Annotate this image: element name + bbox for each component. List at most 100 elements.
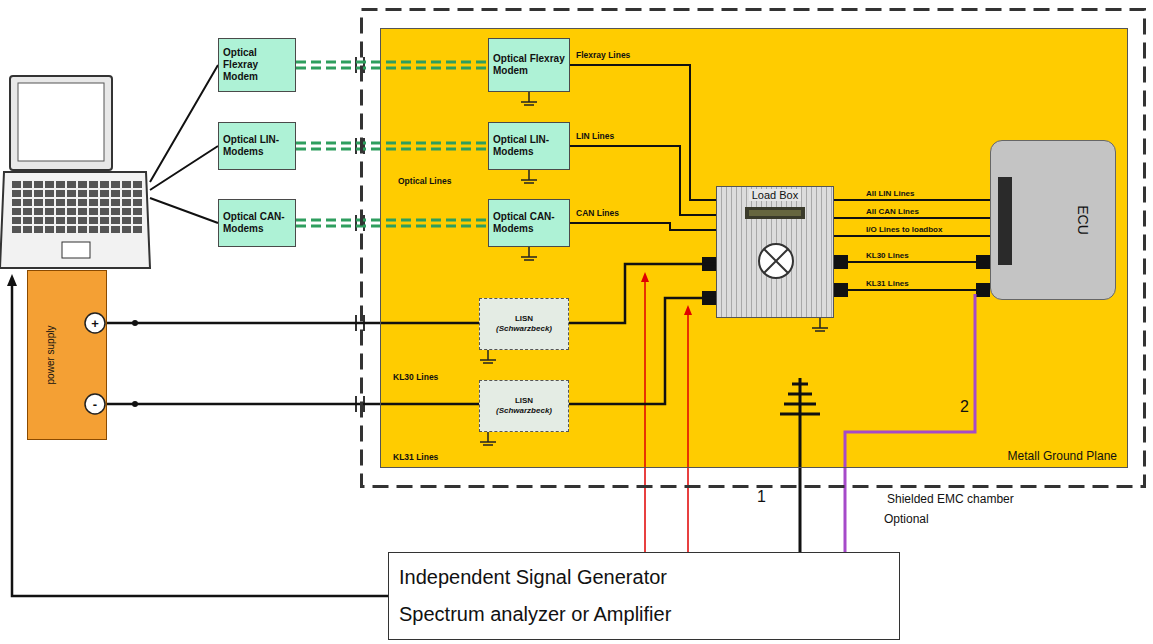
wire-connector (107, 404, 479, 405)
emc-chamber: Shielded EMC chamberMetall Ground PlaneO… (360, 8, 1146, 488)
shape-decoration (28, 271, 106, 439)
node-text: Optical CAN-Modems (223, 211, 291, 235)
ecu-box: ECU (990, 140, 1116, 300)
optical-fiber (296, 148, 488, 151)
node-subtext: (Schwarzbeck) (496, 324, 552, 334)
modem-box: Optical CAN-Modems (218, 199, 296, 247)
display-symbol (745, 207, 805, 219)
optical-fiber (296, 61, 488, 64)
terminal-sign: + (91, 317, 99, 330)
wire-connector (570, 146, 716, 215)
wire-connector (834, 236, 990, 237)
terminal-symbol (85, 394, 105, 414)
wire-line (569, 298, 716, 404)
optical-fiber (296, 142, 488, 145)
optical-fiber (296, 219, 488, 222)
terminal-sign: - (93, 398, 97, 411)
wire-line (834, 199, 990, 201)
callout-number: 2 (960, 398, 969, 416)
wire-line (570, 223, 716, 230)
shape-decoration (991, 141, 1115, 299)
node-text: LISN (515, 396, 533, 406)
injection-arrow (644, 280, 646, 552)
ground-plane: Metall Ground PlaneOptical Flexray Modem… (380, 28, 1128, 468)
ground-plane-fill (380, 28, 1128, 468)
optional-probe-line (845, 294, 975, 552)
callout-number: 1 (757, 488, 766, 506)
line-label: All CAN Lines (864, 207, 921, 217)
line-label: Flexray Lines (576, 50, 630, 60)
load-box: Load Box (716, 186, 834, 318)
wire-connector (834, 200, 990, 201)
wire-line (107, 403, 479, 406)
line-label: KL30 Lines (393, 372, 438, 382)
wire-line (570, 146, 716, 215)
wire-line (834, 217, 990, 219)
optical-fiber (296, 225, 488, 228)
node-text: Optical Flexray Modem (493, 53, 565, 77)
node-text: Load Box (749, 189, 801, 201)
node-subtext: (Schwarzbeck) (496, 406, 552, 416)
wire-line (834, 289, 990, 291)
lamp-symbol (764, 249, 788, 273)
wire-connector (570, 223, 716, 230)
modem-box: Optical Flexray Modem (218, 38, 296, 92)
wire-line (834, 261, 990, 263)
node-text: ECU (1075, 205, 1091, 235)
node-text: Optical Flexray Modem (223, 47, 291, 83)
modem-box: Optical LIN-Modems (218, 122, 296, 170)
antenna-symbol (780, 378, 820, 552)
optical-link (296, 62, 488, 68)
connector-strip (998, 177, 1012, 265)
display-symbol (749, 210, 801, 216)
wire-line (570, 65, 716, 200)
chamber-outline (362, 10, 1145, 487)
modem-box: Optical CAN-Modems (488, 199, 570, 247)
node-text: Optical LIN-Modems (493, 134, 565, 158)
line-label: All LIN Lines (864, 189, 916, 199)
wire-line (569, 264, 716, 323)
line-label: Optical Lines (398, 176, 451, 186)
modem-box: Optical Flexray Modem (488, 38, 570, 92)
optical-fiber (296, 67, 488, 70)
wire-connector (834, 262, 990, 263)
lisn-box: LISN(Schwarzbeck) (479, 380, 569, 432)
node-text: power supply (45, 326, 56, 385)
node-text: Optical CAN-Modems (493, 211, 565, 235)
lisn-box: LISN(Schwarzbeck) (479, 298, 569, 350)
injection-arrowhead (641, 272, 649, 282)
node-text: Shielded EMC chamber (885, 492, 1016, 506)
shape-decoration (717, 187, 833, 317)
injection-arrow (687, 313, 689, 552)
node-text: Optical LIN-Modems (223, 134, 291, 158)
wire-connector (834, 290, 990, 291)
optical-link (296, 143, 488, 149)
wire-line (834, 235, 990, 237)
laptop-cables (150, 65, 218, 223)
line-label: I/O Lines to loadbox (864, 225, 944, 235)
line-label: LIN Lines (576, 131, 614, 141)
wire-line (107, 322, 479, 325)
injection-arrowhead (684, 305, 692, 315)
line-label: KL31 Lines (393, 452, 438, 462)
control-arrowhead (7, 274, 17, 286)
wire-connector (569, 264, 716, 323)
wire-connector (569, 298, 716, 404)
wire-connector (570, 65, 716, 200)
note-label: Optional (884, 512, 929, 526)
line-label: KL30 Lines (864, 251, 911, 261)
optical-link (296, 220, 488, 226)
lamp-symbol (759, 244, 793, 278)
node-text: LISN (515, 314, 533, 324)
terminal-symbol (85, 313, 105, 333)
instrument-box: Independent Signal Generator Spectrum an… (388, 552, 900, 640)
laptop-icon (0, 76, 150, 268)
wire-connector (834, 218, 990, 219)
line-label: KL31 Lines (864, 279, 911, 289)
ground-symbols (480, 92, 828, 445)
node-text: Independent Signal Generator Spectrum an… (399, 559, 729, 633)
line-label: CAN Lines (576, 208, 619, 218)
